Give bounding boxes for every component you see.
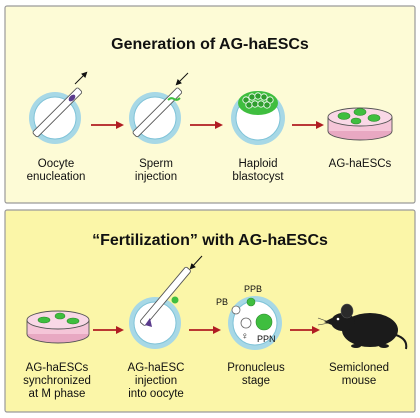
top-panel: [4, 5, 416, 204]
synchronized-cells-dish-illustration: [26, 310, 90, 344]
step-label-oocyte-enucleation: Oocyte enucleation: [26, 158, 86, 183]
step-label-synchronized: AG-haESCs synchronized at M phase: [23, 362, 91, 400]
haploid-blastocyst-illustration: [231, 91, 285, 145]
step-label-ag-haescs: AG-haESCs: [328, 158, 392, 170]
ag-haescs-dish-illustration: [327, 107, 393, 141]
step-label-pronucleus-stage: Pronucleus stage: [227, 362, 285, 387]
semicloned-mouse-illustration: [317, 303, 408, 350]
ppb-circle: [246, 297, 256, 307]
step-label-haploid-blastocyst: Haploid blastocyst: [232, 158, 284, 183]
step-label-sperm-injection: Sperm injection: [134, 158, 178, 183]
ppn-label: PPN: [257, 334, 276, 344]
pb-label: PB: [216, 297, 229, 307]
ppb-label: PPB: [244, 284, 263, 294]
oocyte-enucleation-illustration: [29, 71, 88, 144]
step-label-semicloned-mouse: Semicloned mouse: [328, 362, 390, 387]
female-symbol-label: ♀: [241, 331, 249, 342]
bottom-panel: [4, 209, 416, 413]
top-panel-title: Generation of AG-haESCs: [111, 36, 309, 53]
haesc-injection-illustration: [129, 255, 203, 349]
sperm-injection-illustration: [129, 72, 189, 144]
pronucleus-stage-illustration: [228, 296, 282, 350]
step-label-injection-into-oocyte: AG-haESC injection into oocyte: [127, 362, 185, 400]
female-pronucleus-circle: [240, 317, 252, 329]
bottom-panel-title: “Fertilization” with AG-haESCs: [92, 232, 328, 249]
ppn-circle: [255, 313, 273, 331]
pb-circle: [231, 305, 241, 315]
